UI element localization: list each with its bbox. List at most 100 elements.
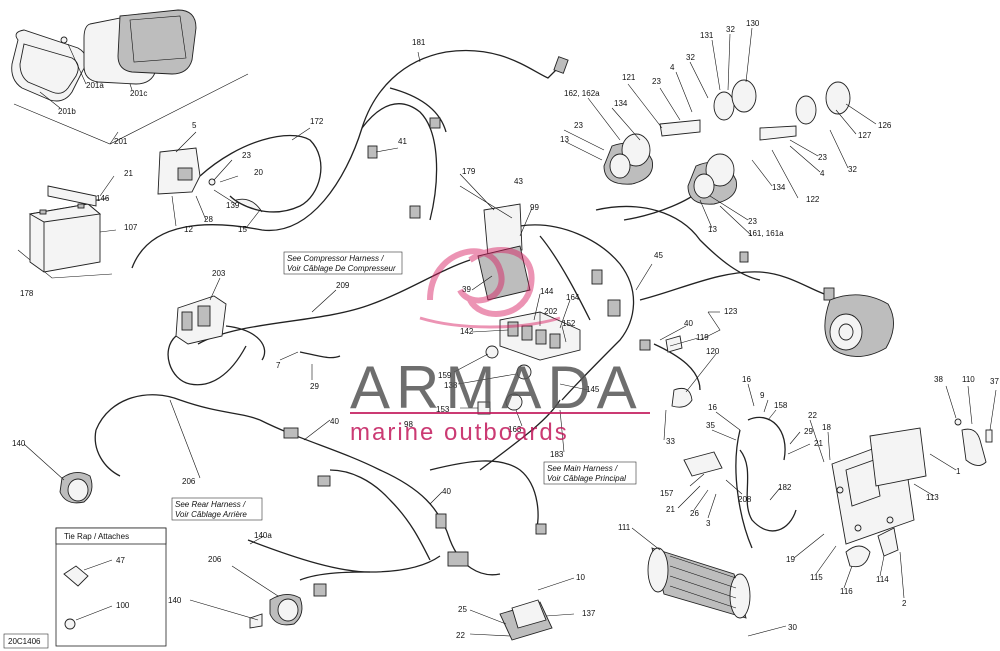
callout-label: 35: [706, 421, 715, 430]
figure-code-box: 20C1406: [3, 633, 49, 649]
winch-hook: [954, 418, 993, 466]
svg-text:See Compressor Harness /: See Compressor Harness /: [287, 254, 384, 263]
callout-label: 158: [774, 401, 788, 410]
winch-motor: [647, 547, 751, 619]
rear-lights: [59, 472, 303, 629]
callout-label: 134: [772, 183, 786, 192]
callout-label: 43: [514, 177, 523, 186]
gauge-cluster: [11, 9, 197, 102]
callout-label: 40: [330, 417, 339, 426]
callout-label: 157: [660, 489, 674, 498]
callout-label: 161, 161a: [748, 229, 784, 238]
callout-label: 181: [412, 38, 426, 47]
callout-label: 9: [760, 391, 765, 400]
callout-label: 163: [508, 425, 522, 434]
harness-206-upper: [94, 394, 261, 477]
callout-label: 23: [748, 217, 757, 226]
watermark-tagline: marine outboards: [350, 419, 569, 446]
callout-label: 159: [438, 371, 452, 380]
callout-label: 98: [404, 420, 413, 429]
watermark-brand: ARMADA: [350, 354, 643, 421]
watermark-logo-icon: [419, 247, 561, 329]
callout-label: 107: [124, 223, 138, 232]
note-compressor-harness: See Compressor Harness / Voir Câblage De…: [283, 251, 403, 275]
callout-label: 5: [192, 121, 197, 130]
callout-label: 203: [212, 269, 226, 278]
callout-label: 30: [788, 623, 797, 632]
callout-label: 99: [530, 203, 539, 212]
callout-label: 209: [336, 281, 350, 290]
callout-label: 178: [20, 289, 34, 298]
callout-label: 7: [276, 361, 281, 370]
callout-label: 122: [806, 195, 820, 204]
compressor-assembly-right: [824, 294, 894, 357]
compressor-rings: [659, 79, 851, 141]
callout-label: 32: [686, 53, 695, 62]
callout-label: 23: [574, 121, 583, 130]
callout-label: 3: [706, 519, 711, 528]
legend-item-47: 47: [116, 556, 125, 565]
sensor-bracket: [665, 311, 721, 408]
callout-label: 120: [706, 347, 720, 356]
callout-label: 13: [708, 225, 717, 234]
harness-206-lower: [247, 539, 371, 573]
callout-label: 202: [544, 307, 558, 316]
callout-label: 33: [666, 437, 675, 446]
figure-code: 20C1406: [8, 637, 41, 646]
callout-label: 19: [786, 555, 795, 564]
tie-rap-legend: Tie Rap / Attaches 47 100: [55, 527, 167, 647]
note-main-harness: See Main Harness / Voir Câblage Principa…: [543, 461, 637, 485]
callout-label: 22: [808, 411, 817, 420]
callout-label: 121: [622, 73, 636, 82]
callout-label: 45: [654, 251, 663, 260]
callout-label: 32: [726, 25, 735, 34]
callout-label: 25: [458, 605, 467, 614]
callout-label: 146: [96, 194, 110, 203]
gauge-callout-lines: [13, 43, 249, 145]
callout-label: 40: [684, 319, 693, 328]
callout-label: 201c: [130, 89, 147, 98]
svg-text:Voir Câblage Principal: Voir Câblage Principal: [547, 474, 626, 483]
leader-lines: [23, 27, 997, 637]
callout-label: 206: [208, 555, 222, 564]
callout-label: 29: [310, 382, 319, 391]
callout-label: 111: [618, 523, 631, 532]
switch-panel: [499, 599, 553, 641]
callout-label: 113: [926, 493, 939, 502]
callout-label: 208: [738, 495, 752, 504]
callout-label: 179: [462, 167, 476, 176]
compressor-right: [687, 153, 737, 205]
callout-label: 16: [742, 375, 751, 384]
relay-bracket: [157, 147, 263, 213]
callout-label: 127: [858, 131, 872, 140]
callout-label: 4: [820, 169, 825, 178]
callout-label: 39: [462, 285, 471, 294]
legend-title: Tie Rap / Attaches: [64, 532, 129, 541]
callout-label: 21: [124, 169, 133, 178]
switches: [477, 345, 532, 415]
callout-label: 172: [310, 117, 324, 126]
callout-label: 145: [586, 385, 600, 394]
callout-label: 16: [708, 403, 717, 412]
callout-label: 21: [666, 505, 675, 514]
callout-label: 182: [778, 483, 792, 492]
callout-label: 201: [114, 137, 128, 146]
svg-text:See Rear Harness /: See Rear Harness /: [175, 500, 246, 509]
callout-label: 162, 162a: [564, 89, 600, 98]
callout-label: 23: [652, 77, 661, 86]
callout-label: 13: [560, 135, 569, 144]
note-rear-harness: See Rear Harness / Voir Câblage Arrière: [171, 497, 263, 521]
callout-label: 144: [540, 287, 554, 296]
callout-label: 37: [990, 377, 999, 386]
callout-label: 131: [700, 31, 714, 40]
control-module: [477, 203, 531, 301]
callout-label: 23: [242, 151, 251, 160]
callout-label: 115: [810, 573, 823, 582]
callout-label: 201a: [86, 81, 104, 90]
harness-center: [519, 189, 835, 401]
callout-label: 40: [442, 487, 451, 496]
callout-label: 18: [822, 423, 831, 432]
